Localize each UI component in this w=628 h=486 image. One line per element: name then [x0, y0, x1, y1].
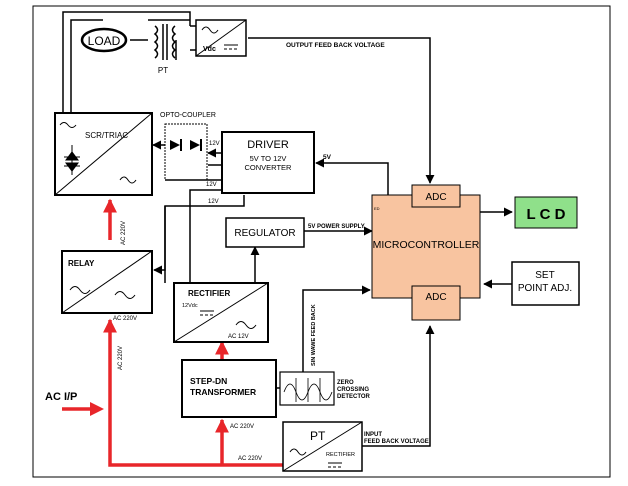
opto-coupler-label: OPTO-COUPLER — [160, 112, 216, 119]
scr-triac-label: SCR/TRIAC — [85, 131, 128, 140]
opto-symbol-icon — [170, 139, 202, 151]
zcd-line1: ZERO — [337, 380, 354, 386]
driver-12v-out: 12V — [206, 182, 217, 188]
input-feedback-line2: FEED BACK VOLTAGE — [364, 439, 429, 445]
microcontroller-label: MICROCONTROLLER — [373, 239, 480, 251]
set-point-line2: POINT ADJ. — [518, 283, 572, 294]
signal-lines — [62, 11, 513, 447]
zcd-pulse-icon — [295, 378, 321, 402]
regulator-label: REGULATOR — [234, 228, 295, 239]
set-point-block — [511, 261, 580, 306]
zcd-line3: DETECTOR — [337, 394, 371, 400]
diagram-frame — [32, 5, 611, 478]
rect-sine-icon — [235, 321, 257, 329]
relay-sine-left — [69, 286, 91, 294]
dc-symbol-icon — [224, 44, 238, 50]
driver-12v-in: 12V — [208, 199, 219, 205]
load-label: LOAD — [88, 34, 121, 48]
scr-wave-icon — [59, 122, 77, 128]
scr-sine-icon — [119, 176, 137, 184]
pt-top-label: PT — [158, 66, 168, 75]
v5-label: 5V — [323, 154, 332, 161]
bottom-dc-symbol-icon — [328, 462, 342, 468]
ac220-vertical-label: AC 220V — [118, 346, 124, 370]
zcd-line2: CROSSING — [337, 387, 369, 393]
input-feedback-line1: INPUT — [364, 432, 382, 438]
ac-power-lines — [62, 198, 300, 467]
sin-feedback-label: SIN WAWE FEED BACK — [311, 304, 317, 366]
relay-label: RELAY — [68, 259, 95, 268]
driver-line1: 5V TO 12V — [250, 154, 287, 163]
pt-rect-diagonal — [282, 421, 363, 472]
ac220-scr-label: AC 220V — [121, 221, 127, 245]
driver-block — [221, 131, 315, 194]
scr-diagonal — [54, 112, 153, 196]
microcontroller-block — [371, 194, 481, 299]
vdc-diagonal — [195, 19, 247, 57]
step-down-line1: STEP-DN — [190, 376, 227, 386]
step-down-line2: TRANSFORMER — [190, 387, 256, 397]
driver-title: DRIVER — [247, 139, 289, 151]
adc-top-label: ADC — [425, 192, 446, 203]
triac-symbol-icon — [64, 145, 80, 175]
pt-bottom-sine-icon — [289, 448, 307, 456]
rect-ac12v-label: AC 12V — [228, 334, 249, 340]
driver-line2: CONVERTER — [245, 163, 293, 172]
ac-input-arrow — [90, 402, 104, 416]
v5-supply-label: 5V POWER SUPPLY — [308, 224, 365, 230]
ac220-step-label: AC 220V — [230, 424, 254, 430]
set-point-line1: SET — [535, 270, 554, 281]
output-feedback-label: OUTPUT FEED BACK VOLTAGE — [286, 42, 385, 49]
pt-transformer-top — [153, 24, 177, 60]
vdc-sine-icon — [201, 26, 219, 34]
ac-input-label: AC I/P — [45, 391, 77, 403]
adc-top-block — [411, 184, 461, 208]
rect-12vdc-label: 12Vdc — [182, 303, 198, 309]
mc-pin-label: ED — [374, 206, 380, 211]
lcd-label: L C D — [527, 206, 566, 223]
adc-bottom-label: ADC — [425, 292, 446, 303]
lcd-block — [514, 196, 578, 229]
rect-dc-symbol-icon — [200, 310, 214, 316]
rect-bottom-label: RECTIFIER — [326, 452, 355, 458]
rectifier-diagonal — [173, 282, 269, 343]
opto-coupler-block — [164, 123, 208, 181]
vdc-label: Vdc — [203, 46, 216, 53]
pt-bottom-label: PT — [310, 429, 326, 443]
ac220-bottom-label: AC 220V — [238, 456, 262, 462]
load-block — [80, 27, 128, 53]
rectifier-label: RECTIFIER — [188, 289, 230, 298]
relay-diagonal — [61, 250, 153, 314]
relay-sine-right — [114, 291, 136, 299]
ac220-relay-label: AC 220V — [113, 316, 137, 322]
regulator-block — [225, 217, 305, 248]
step-down-transformer-block — [181, 359, 277, 418]
opto-12v-label: 12V — [209, 141, 220, 147]
adc-bottom-block — [411, 285, 461, 321]
